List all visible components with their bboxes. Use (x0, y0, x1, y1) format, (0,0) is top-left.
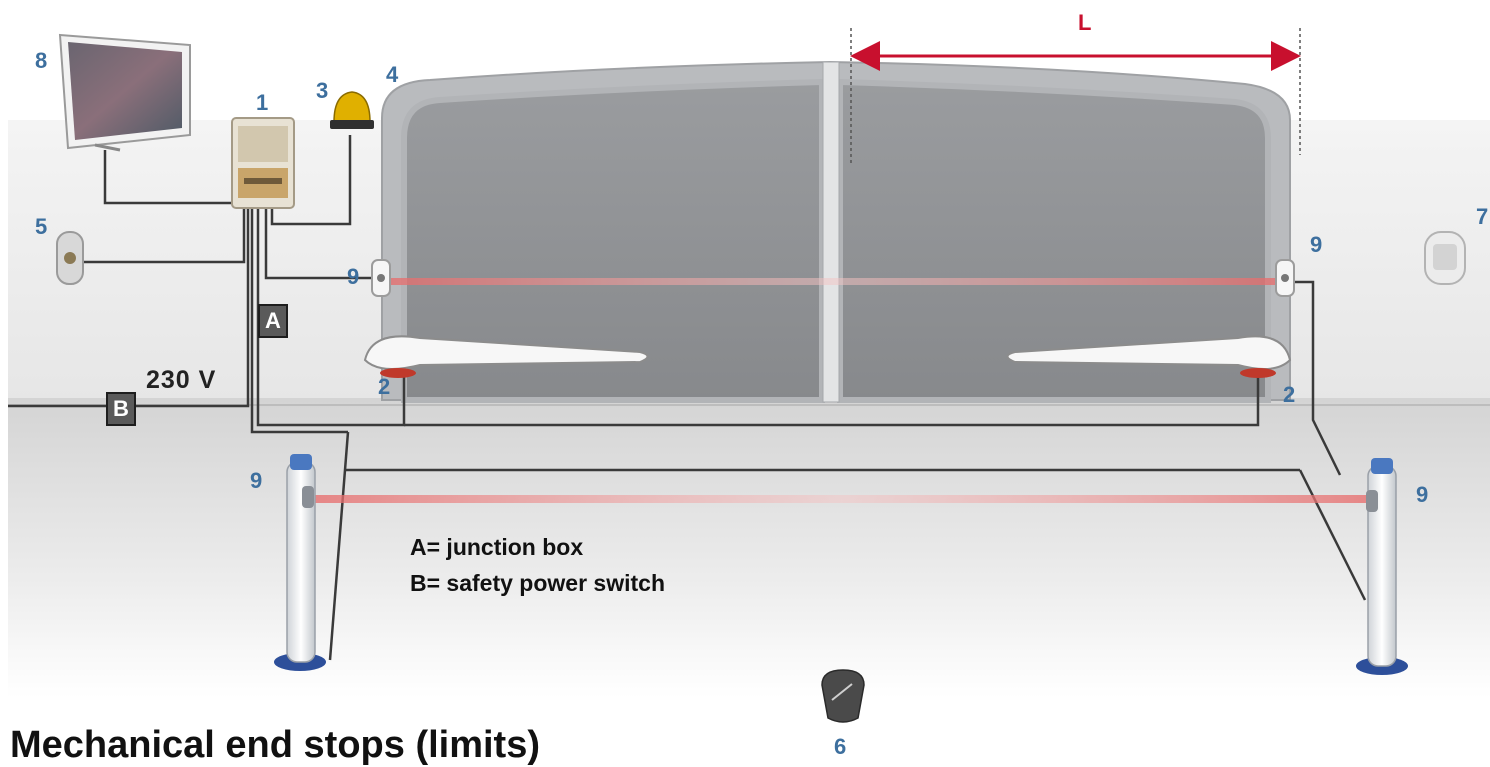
gate (381, 60, 1291, 403)
wireless-keypad (1424, 231, 1466, 285)
motor-left (363, 335, 649, 378)
label-antenna: 4 (386, 62, 399, 87)
legend-junction-box: A= junction box (410, 534, 584, 560)
gate-center-post (822, 61, 840, 403)
photocell-post-left (274, 454, 326, 671)
tag-junction-box: A (258, 304, 288, 338)
key-switch (56, 231, 84, 285)
upper-beam (385, 278, 1283, 285)
remote-control (821, 669, 865, 723)
dimension-label: L (1078, 10, 1092, 35)
label-control-unit: 1 (256, 90, 269, 115)
label-photocell-wall-right: 9 (1310, 232, 1323, 257)
lower-beam (313, 495, 1371, 503)
label-solar-panel: 8 (35, 48, 48, 73)
legend-safety-switch: B= safety power switch (410, 570, 665, 596)
label-motor-left: 2 (378, 374, 391, 399)
control-unit (231, 117, 295, 209)
photocell-wall-left (371, 259, 391, 297)
label-remote: 6 (834, 734, 847, 759)
label-photocell-post-right: 9 (1416, 482, 1429, 507)
label-flashing-light: 3 (316, 78, 329, 103)
flashing-light (330, 91, 374, 129)
label-key-switch: 5 (35, 214, 48, 239)
label-photocell-wall-left: 9 (347, 264, 360, 289)
solar-panel (58, 33, 191, 152)
cabling (8, 135, 1367, 661)
photocell-wall-right (1275, 259, 1295, 297)
section-heading: Mechanical end stops (limits) (10, 724, 540, 766)
label-motor-right: 2 (1283, 382, 1296, 407)
ground (8, 398, 1490, 698)
voltage-label: 230 V (146, 366, 217, 394)
photocell-post-right (1356, 458, 1408, 675)
label-photocell-post-left: 9 (250, 468, 263, 493)
label-keypad: 7 (1476, 204, 1489, 229)
motor-right (1006, 335, 1292, 378)
gate-leaf-right (837, 78, 1271, 403)
gate-leaf-left (401, 78, 825, 403)
tag-safety-switch: B (106, 392, 136, 426)
